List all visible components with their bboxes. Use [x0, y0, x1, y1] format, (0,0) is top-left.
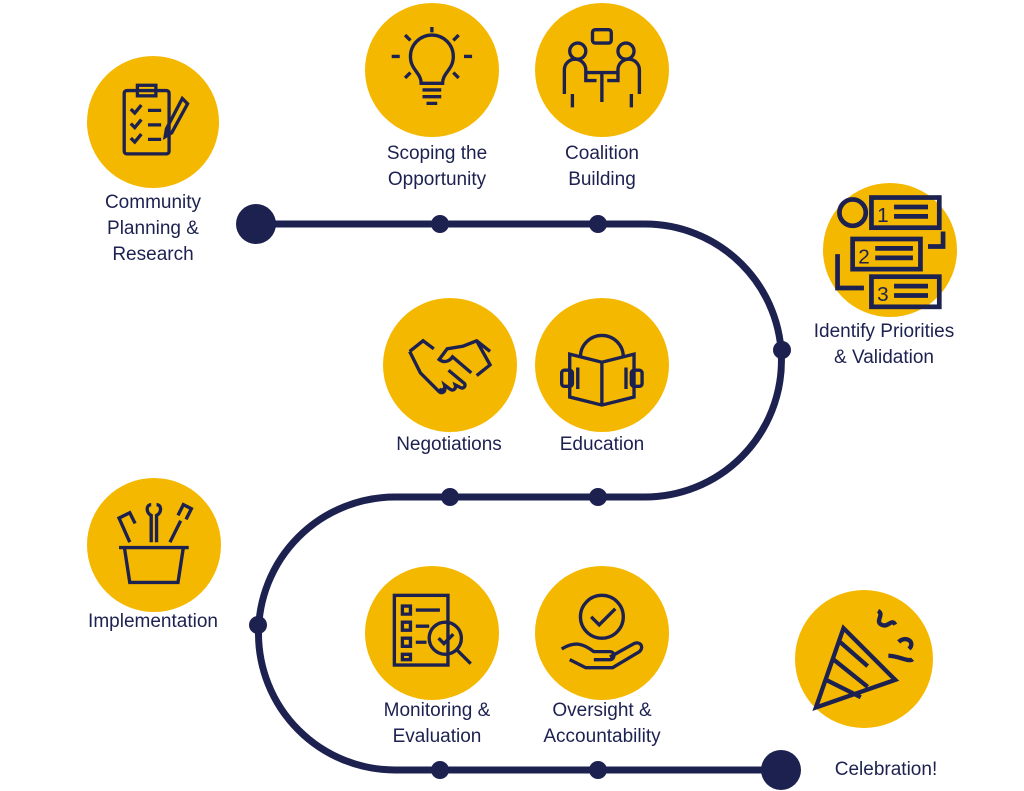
- party-popper-icon: [795, 590, 933, 728]
- milestone-dot: [589, 488, 607, 506]
- lightbulb-icon: [365, 3, 499, 137]
- toolbox-icon: [87, 478, 221, 612]
- step-label: Celebration!: [834, 759, 938, 780]
- milestone-dot: [249, 616, 267, 634]
- milestone-dot: [431, 215, 449, 233]
- meeting-table-icon: [535, 3, 669, 137]
- reading-book-icon: [535, 298, 669, 432]
- road-line: [255, 220, 785, 774]
- milestone-dot: [773, 341, 791, 359]
- step-label: Identify Priorities& Validation: [813, 321, 955, 368]
- milestone-dot: [589, 215, 607, 233]
- svg-text:1: 1: [877, 204, 889, 227]
- svg-text:3: 3: [877, 283, 889, 306]
- start-dot: [236, 204, 276, 244]
- svg-text:2: 2: [858, 245, 870, 268]
- milestone-dot: [431, 761, 449, 779]
- handshake-icon: [383, 298, 517, 432]
- hand-check-icon: [535, 566, 669, 700]
- step-label: Negotiations: [396, 434, 502, 455]
- milestone-dot: [441, 488, 459, 506]
- clipboard-checklist-icon: [87, 56, 219, 188]
- step-label: Implementation: [88, 611, 218, 632]
- step-label: Oversight &Accountability: [543, 700, 661, 747]
- end-dot: [761, 750, 801, 790]
- milestone-dot: [589, 761, 607, 779]
- step-label: Monitoring &Evaluation: [383, 700, 491, 747]
- checklist-magnifier-icon: [365, 566, 499, 700]
- step-label: Education: [559, 434, 645, 455]
